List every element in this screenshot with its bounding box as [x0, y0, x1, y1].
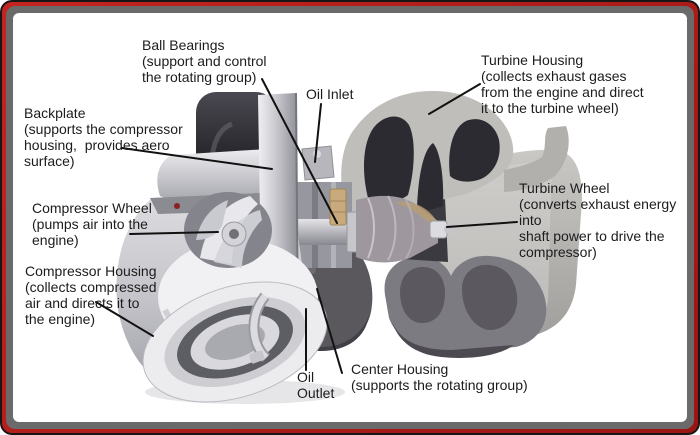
v-band-clamp: [248, 292, 271, 364]
label-backplate: Backplate (supports the compressor housi…: [24, 105, 183, 169]
turbine-wheel-illustration: [356, 195, 454, 263]
label-oil-outlet: Oil Outlet: [297, 369, 335, 401]
leader-center-housing: [316, 288, 343, 374]
leader-lines: [95, 78, 518, 374]
label-compressor-wheel: Compressor Wheel (pumps air into the eng…: [32, 200, 152, 248]
compressor-wheel-illustration: [184, 192, 272, 268]
label-compressor-housing: Compressor Housing (collects compressed …: [25, 263, 157, 327]
label-turbine-housing: Turbine Housing (collects exhaust gases …: [481, 52, 644, 116]
leader-backplate: [121, 147, 273, 170]
leader-oil-inlet: [314, 103, 322, 163]
label-center-housing: Center Housing (supports the rotating gr…: [351, 361, 528, 393]
label-ball-bearings: Ball Bearings (support and control the r…: [142, 37, 267, 85]
leader-turbine-wheel: [446, 221, 518, 228]
leader-compressor-housing: [95, 301, 154, 337]
leader-compressor-wheel: [129, 231, 219, 235]
compressor-housing-illustration: [116, 92, 328, 403]
label-turbine-wheel: Turbine Wheel (converts exhaust energy i…: [519, 180, 677, 260]
leader-ball-bearings: [261, 78, 338, 224]
label-oil-inlet: Oil Inlet: [306, 86, 354, 102]
leader-turbine-housing: [428, 83, 481, 115]
red-detail-mark: [174, 203, 180, 209]
